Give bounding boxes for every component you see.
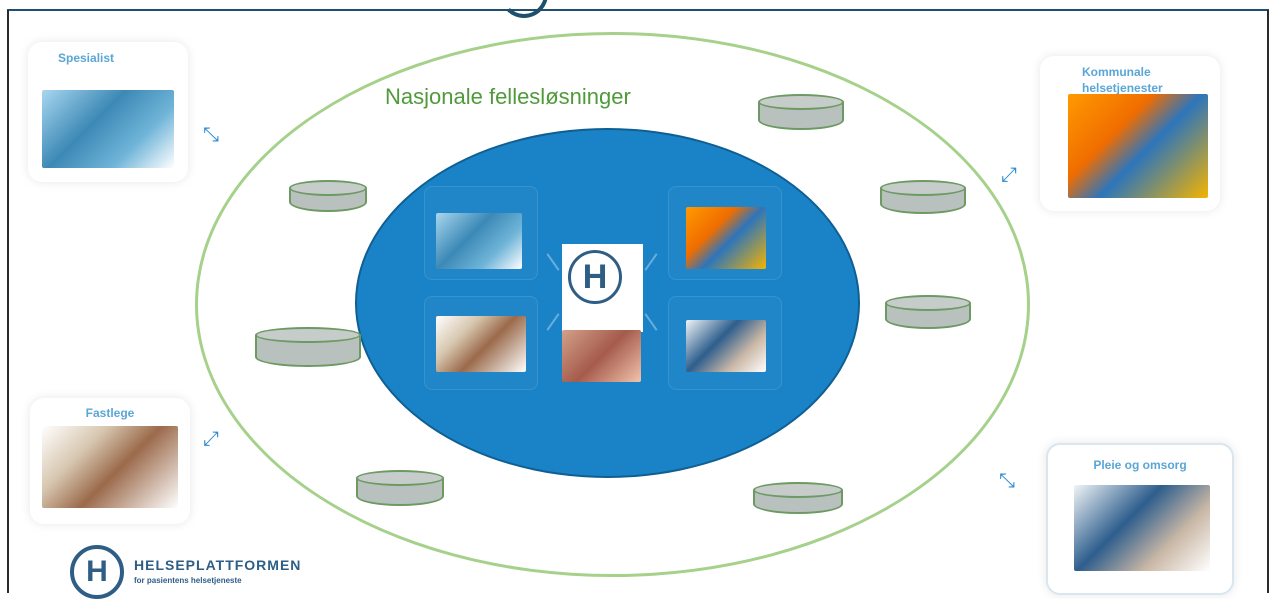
core-panel-top-right (668, 186, 782, 280)
outer-title: Nasjonale fellesløsninger (385, 84, 631, 109)
card-pleie: Pleie og omsorg (1046, 443, 1234, 595)
center-logo-tile: H (562, 244, 643, 332)
core-photo-fastlege (436, 316, 526, 372)
card-fastlege: Fastlege (30, 398, 190, 524)
database-cylinder-icon (289, 180, 367, 216)
cylinder-cap (289, 180, 367, 196)
bidirectional-arrow-icon: ⤢ (203, 428, 219, 450)
database-cylinder-icon (753, 482, 843, 518)
card-photo-spesialist (42, 90, 174, 168)
card-label-fastlege: Fastlege (85, 406, 135, 420)
brand-tagline: for pasientens helsetjeneste (134, 576, 242, 585)
card-spesialist: Spesialist (28, 42, 188, 182)
card-label-spesialist: Spesialist (58, 51, 115, 65)
top-rule (7, 9, 1269, 11)
card-photo-fastlege (42, 426, 178, 508)
core-photo-kommunale (686, 207, 766, 269)
card-photo-kommunale (1068, 94, 1208, 198)
bidirectional-arrow-icon: ⤡ (203, 124, 219, 146)
brand-name: HELSEPLATTFORMEN (134, 557, 302, 573)
brand: H HELSEPLATTFORMEN for pasientens helset… (70, 545, 340, 599)
cylinder-cap (885, 295, 971, 311)
card-photo-pleie (1074, 485, 1210, 571)
cylinder-cap (880, 180, 966, 196)
card-label-pleie: Pleie og omsorg (1093, 458, 1187, 472)
h-logo-icon: H (70, 545, 124, 599)
database-cylinder-icon (356, 470, 444, 510)
outer-ellipse (195, 32, 1030, 577)
card-kommunale: Kommunale helsetjenester (1040, 56, 1220, 211)
core-panel-top-left (424, 186, 538, 280)
slide-frame (7, 10, 1269, 593)
database-cylinder-icon (758, 94, 844, 134)
database-cylinder-icon (255, 327, 361, 371)
database-cylinder-icon (885, 295, 971, 333)
core-panel-bottom-right (668, 296, 782, 390)
cylinder-cap (758, 94, 844, 110)
h-logo-icon: H (568, 250, 622, 304)
core-photo-spesialist (436, 213, 522, 269)
core-photo-pleie (686, 320, 766, 372)
bidirectional-arrow-icon: ⤡ (999, 470, 1015, 492)
center-photo (562, 330, 641, 382)
cylinder-cap (255, 327, 361, 343)
bidirectional-arrow-icon: ⤢ (1001, 164, 1017, 186)
cylinder-cap (753, 482, 843, 498)
database-cylinder-icon (880, 180, 966, 218)
card-label-kommunale: Kommunale helsetjenester (1082, 65, 1163, 95)
core-panel-bottom-left (424, 296, 538, 390)
cylinder-cap (356, 470, 444, 486)
